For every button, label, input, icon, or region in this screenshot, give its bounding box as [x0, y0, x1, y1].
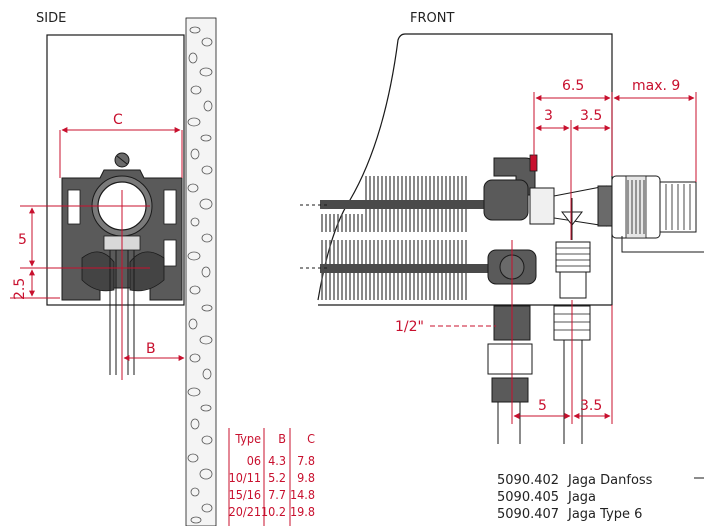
side-pipes [109, 250, 135, 375]
part-list: 5090.402 Jaga Danfoss 5090.405 Jaga 5090… [497, 473, 653, 522]
table-cell: 20/21 [229, 504, 261, 519]
dim-2-5-label: 2.5 [12, 278, 28, 300]
part-name: Jaga Type 6 [567, 507, 642, 522]
type-table: Type B C 06 4.3 7.8 10/11 5.2 9.8 15/16 … [228, 428, 315, 526]
part-name: Jaga Danfoss [567, 473, 653, 488]
table-cell: 15/16 [229, 487, 261, 502]
part-code: 5090.405 [497, 490, 559, 505]
dim-3-label: 3 [544, 108, 553, 124]
table-cell: 4.3 [268, 453, 286, 468]
dim-3-5-top-label: 3.5 [580, 108, 602, 124]
side-dimensions [10, 127, 185, 380]
dim-5-bottom-label: 5 [538, 398, 547, 414]
part-name: Jaga [567, 490, 596, 505]
part-code: 5090.402 [497, 473, 559, 488]
front-casing [317, 33, 613, 306]
table-cell: 10.2 [261, 504, 286, 519]
table-header-c: C [307, 431, 315, 446]
table-cell: 10/11 [229, 470, 261, 485]
table-cell: 14.8 [290, 487, 315, 502]
table-cell: 7.7 [268, 487, 286, 502]
side-view-title: SIDE [36, 11, 66, 26]
front-view-title: FRONT [410, 11, 454, 26]
dim-b-label: B [146, 341, 156, 357]
wall-hatching [185, 17, 217, 526]
dim-3-5-bottom-label: 3.5 [580, 398, 602, 414]
table-header-b: B [278, 431, 286, 446]
radiator-fins [321, 176, 467, 300]
front-valve [483, 154, 697, 403]
front-dimensions [430, 92, 697, 424]
front-pipes [497, 340, 583, 444]
table-cell: 7.8 [297, 453, 315, 468]
part-code: 5090.407 [497, 507, 559, 522]
table-cell: 19.8 [290, 504, 315, 519]
pipe-size-label: 1/2" [395, 319, 424, 335]
table-cell: 06 [247, 453, 261, 468]
dim-max-9-label: max. 9 [632, 78, 680, 94]
fin-rails [320, 200, 500, 273]
dim-c-label: C [113, 112, 123, 128]
table-header-type: Type [234, 431, 261, 446]
dim-6-5-label: 6.5 [562, 78, 584, 94]
table-cell: 5.2 [268, 470, 286, 485]
table-cell: 9.8 [297, 470, 315, 485]
part-leader-line [621, 236, 704, 479]
center-lines [300, 204, 330, 269]
dim-5-label: 5 [18, 232, 27, 248]
